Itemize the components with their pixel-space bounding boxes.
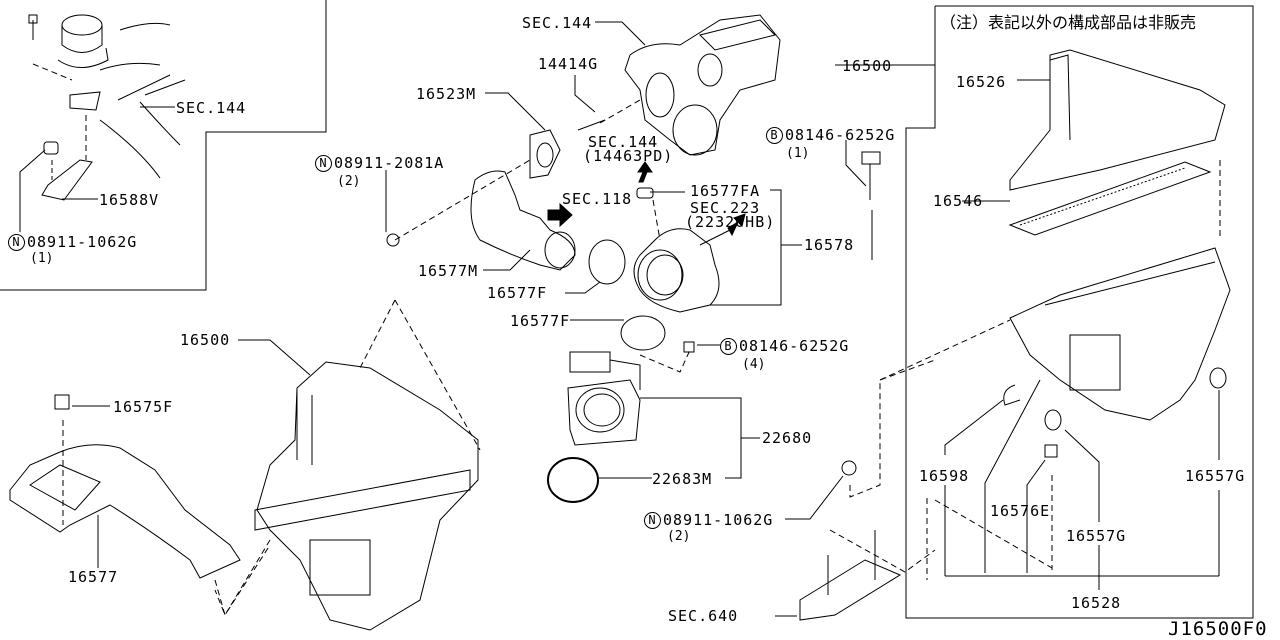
label-16578: 16578	[804, 236, 855, 254]
air-duct-16577-drawing	[9, 444, 241, 579]
mass-air-flow-sensor-drawing	[567, 351, 641, 446]
label-16577fa: 16577FA	[690, 182, 761, 200]
inset-frame	[0, 0, 327, 291]
label-16526: 16526	[956, 73, 1007, 91]
air-duct-16577m-drawing	[470, 170, 576, 271]
qty-1: (1)	[786, 146, 810, 161]
air-cleaner-cover-drawing	[1009, 49, 1226, 191]
air-cleaner-left-drawing	[254, 361, 479, 631]
label-16577: 16577	[68, 568, 119, 586]
air-cleaner-lower-case-drawing	[1009, 247, 1231, 421]
label-sec-223: SEC.223	[690, 199, 761, 217]
label-16557g-center: 16557G	[1066, 527, 1127, 545]
nut-marker-icon: N	[644, 512, 661, 529]
label-16577m: 16577M	[418, 262, 479, 280]
qty-2: (2)	[667, 529, 691, 544]
label-22320hb: (22320HB)	[685, 213, 776, 231]
label-16546: 16546	[933, 192, 984, 210]
label-sec-640: SEC.640	[668, 607, 739, 625]
nut-marker-icon: N	[315, 155, 332, 172]
bolt-marker-icon: B	[766, 127, 783, 144]
label-16500-right: 16500	[842, 57, 893, 75]
arrow-icon	[547, 202, 573, 228]
label-16557g-right: 16557G	[1185, 467, 1246, 485]
label-16588v: 16588V	[99, 191, 160, 209]
label-22683m: 22683M	[652, 470, 713, 488]
label-16528: 16528	[1071, 594, 1122, 612]
diagram-code: J16500F0	[1168, 618, 1268, 640]
label-sec-118: SEC.118	[562, 190, 633, 208]
label-16500-left: 16500	[180, 331, 231, 349]
non-sale-note: （注）表記以外の構成部品は非販売	[940, 13, 1197, 32]
label-sec-144-top: SEC.144	[522, 14, 593, 32]
label-14463pd: (14463PD)	[583, 147, 674, 165]
assembly-frame	[905, 5, 1254, 619]
label-16575f: 16575F	[113, 398, 174, 416]
label-16577f-lower: 16577F	[510, 312, 571, 330]
label-22680: 22680	[762, 429, 813, 447]
label-16523m: 16523M	[416, 85, 477, 103]
air-boot-16578-drawing	[633, 228, 731, 313]
bolt-marker-icon: B	[720, 338, 737, 355]
label-16576e: 16576E	[990, 502, 1051, 520]
label-16598: 16598	[919, 467, 970, 485]
label-sec-144-inset: SEC.144	[176, 99, 247, 117]
label-sec-144-mid: SEC.144	[588, 133, 659, 151]
air-filter-16546-drawing	[1008, 161, 1212, 236]
egr-valve-drawing	[28, 14, 186, 201]
nut-marker-icon: N	[8, 234, 25, 251]
label-14414g: 14414G	[538, 55, 599, 73]
arrow-icon	[637, 161, 653, 183]
arrow-icon	[727, 213, 746, 237]
label-16577f-upper: 16577F	[487, 284, 548, 302]
bracket-sec640-drawing	[799, 530, 902, 621]
o-ring-22683m-drawing	[547, 457, 599, 503]
qty-2081a: (2)	[337, 174, 361, 189]
qty-inset: (1)	[30, 251, 54, 266]
qty-4: (4)	[742, 357, 766, 372]
turbocharger-drawing	[624, 14, 781, 156]
